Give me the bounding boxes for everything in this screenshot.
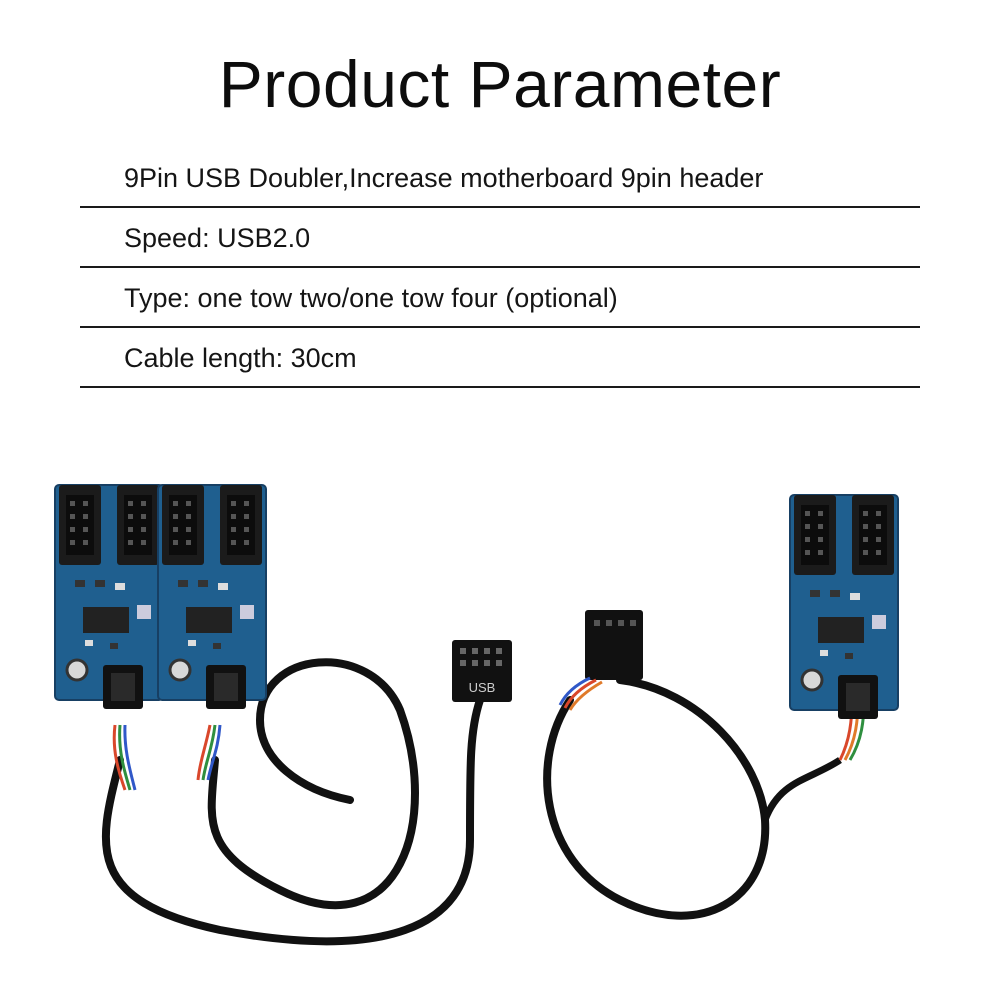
- page-title: Product Parameter: [218, 47, 782, 121]
- parameter-row-description: 9Pin USB Doubler,Increase motherboard 9p…: [80, 150, 920, 208]
- parameter-list: 9Pin USB Doubler,Increase motherboard 9p…: [80, 150, 920, 390]
- pcb-board-right: [790, 495, 898, 719]
- usb-connector: USB: [452, 640, 512, 702]
- usb-connector-label: USB: [469, 680, 496, 695]
- product-photo: USB: [0, 460, 1000, 946]
- right-connector: [585, 610, 643, 680]
- pcb-board-left-2: [158, 485, 266, 709]
- parameter-row-cable-length: Cable length: 30cm: [80, 330, 920, 388]
- parameter-row-speed: Speed: USB2.0: [80, 210, 920, 268]
- parameter-row-type: Type: one tow two/one tow four (optional…: [80, 270, 920, 328]
- pcb-board-left-1: [55, 485, 163, 709]
